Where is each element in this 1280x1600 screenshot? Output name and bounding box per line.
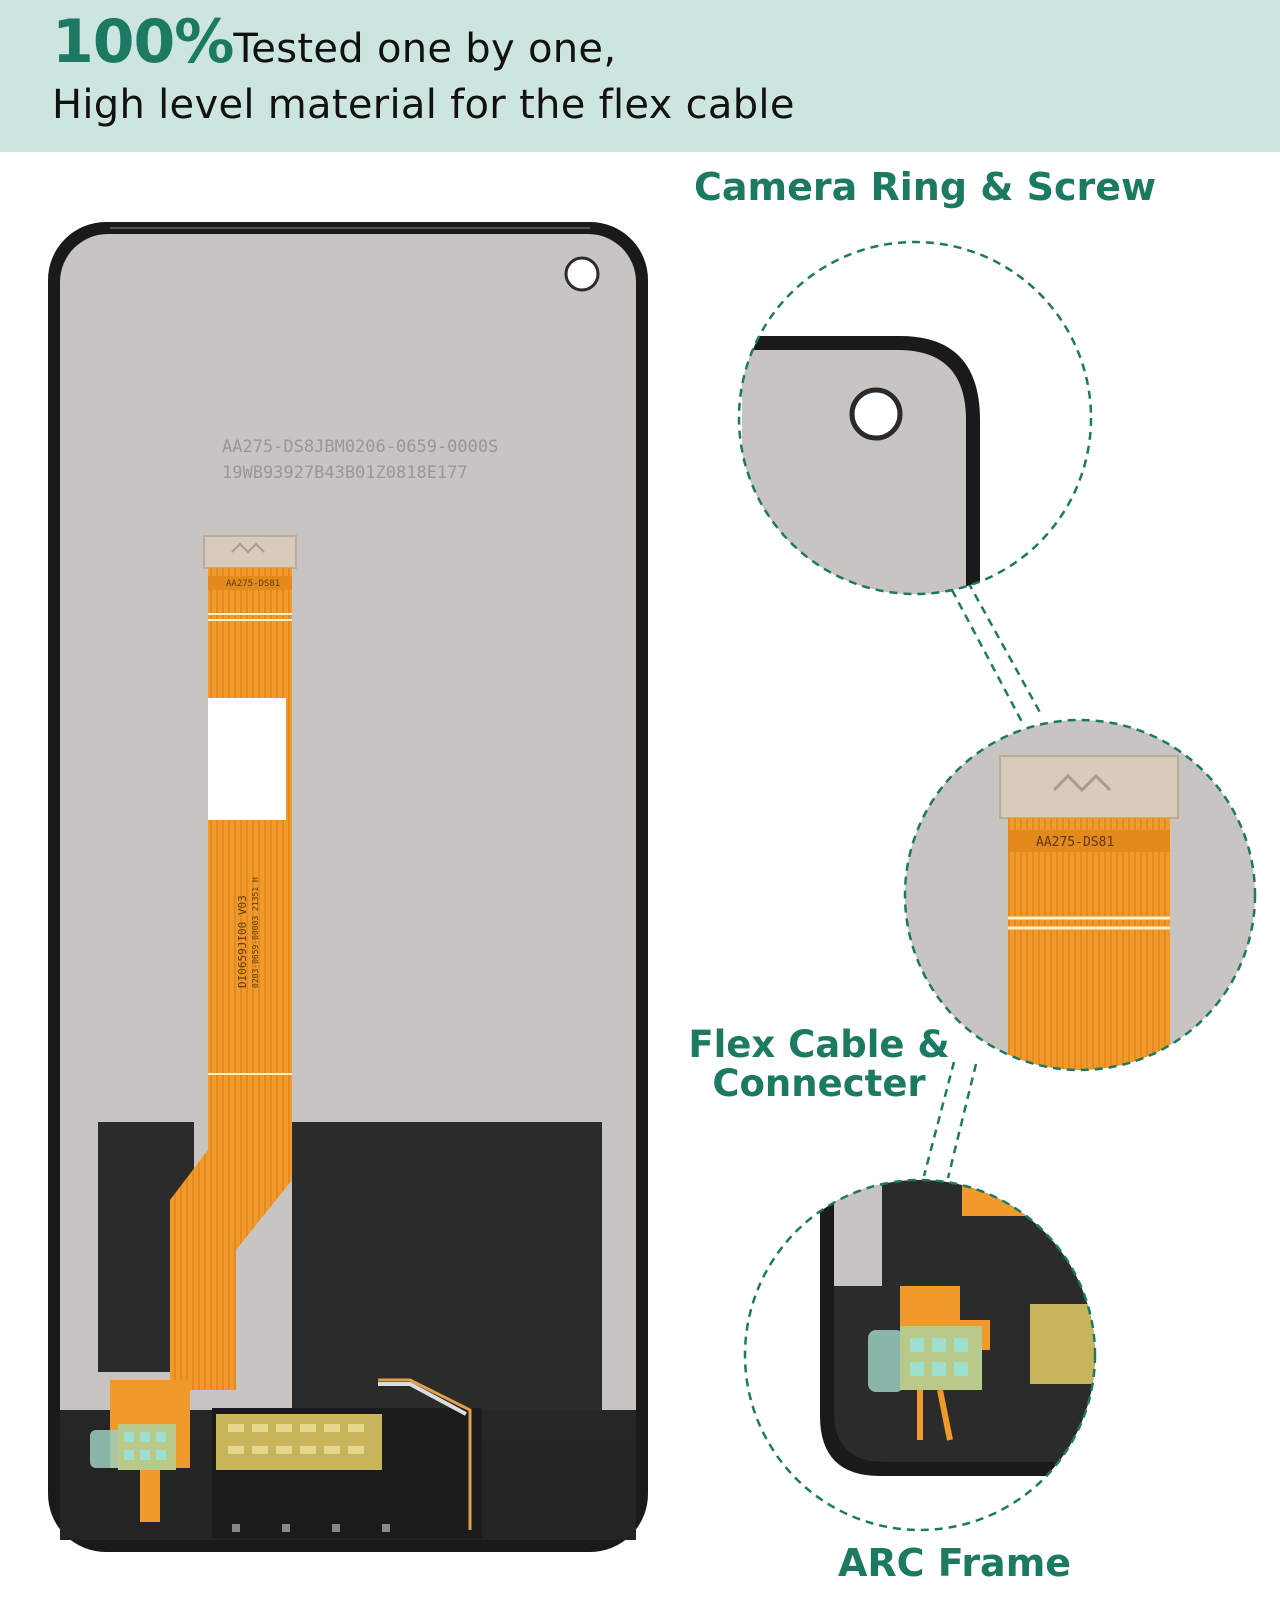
callout-arc-frame: ARC Frame — [838, 1541, 1072, 1585]
driver-chip — [216, 1414, 382, 1470]
headline-line-1: 100%Tested one by one, — [52, 12, 795, 77]
flex-connector-head — [203, 535, 297, 569]
flex-code-line-2: 0203-0659-00003 21351 H — [251, 877, 260, 988]
callout-flex-line-2: Connecter — [712, 1061, 926, 1105]
lcd-panel: AA275-DS8JBM0206-0659-0000S 19WB93927B43… — [48, 222, 648, 1552]
header-banner — [0, 0, 1280, 152]
headline-line-1-text: Tested one by one, — [233, 26, 617, 72]
flex-connector-code: AA275-DS81 — [226, 579, 280, 589]
headline: 100%Tested one by one, High level materi… — [52, 12, 795, 133]
zoom-flex-cable: AA275-DS81 — [903, 718, 1257, 1072]
panel-code-line-1: AA275-DS8JBM0206-0659-0000S — [222, 437, 498, 457]
zoom-connector-code: AA275-DS81 — [1036, 835, 1114, 850]
zoom-arc-frame — [743, 1178, 1097, 1532]
headline-line-2: High level material for the flex cable — [52, 82, 795, 128]
callout-flex-line-1: Flex Cable & — [688, 1023, 950, 1066]
callout-flex-cable: Flex Cable & Connecter — [684, 1023, 954, 1105]
flex-label-sticker — [208, 698, 286, 820]
flex-code-line-1: DI0659JI00 V03 — [236, 895, 249, 988]
callout-connectors — [922, 581, 1044, 1179]
zoom-camera-ring — [737, 240, 1093, 596]
callout-camera-ring: Camera Ring & Screw — [694, 165, 1157, 209]
camera-hole — [564, 256, 600, 292]
panel-code-line-2: 19WB93927B43B01Z0818E177 — [222, 463, 468, 483]
headline-percent: 100% — [52, 7, 234, 77]
flex-cable: AA275-DS81 DI0659JI00 V03 0203-0659-0000… — [110, 535, 297, 1522]
